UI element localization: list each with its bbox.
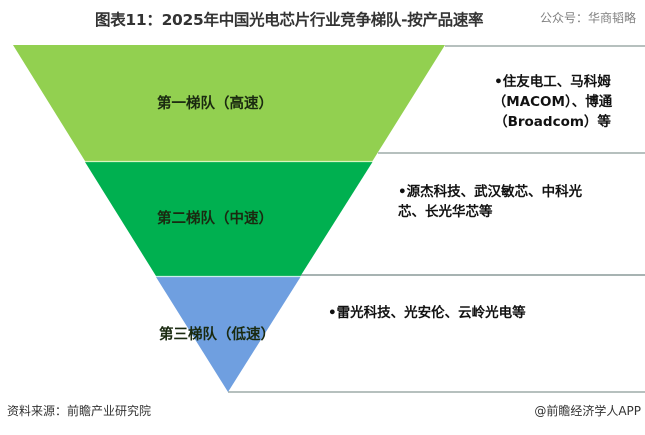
chart-title: 图表11：2025年中国光电芯片行业竞争梯队-按产品速率	[95, 11, 484, 29]
tier2-companies-line: •源杰科技、武汉敏芯、中科光	[398, 184, 583, 200]
tier2-companies-line: 芯、长光华芯等	[398, 204, 493, 220]
tier3-companies-line: •雷光科技、光安伦、云岭光电等	[328, 305, 526, 321]
tier1-companies-line: •住友电工、马科姆	[494, 74, 611, 90]
watermark-text: 公众号：华商韬略	[540, 11, 637, 25]
tier3-band	[156, 277, 301, 392]
tier2-companies: •源杰科技、武汉敏芯、中科光 芯、长光华芯等	[398, 182, 638, 222]
tier2-label: 第二梯队（中速）	[157, 210, 273, 227]
tier3-label: 第三梯队（低速）	[159, 326, 275, 343]
tier1-label: 第一梯队（高速）	[157, 95, 273, 112]
credit-note: @前瞻经济学人APP	[534, 404, 641, 418]
source-note: 资料来源：前瞻产业研究院	[7, 404, 152, 418]
tier3-companies: •雷光科技、光安伦、云岭光电等	[328, 303, 628, 323]
tier2-band	[85, 162, 373, 276]
tier1-companies: •住友电工、马科姆 （MACOM）、博通 （Broadcom）等	[470, 72, 635, 132]
tier1-band	[13, 45, 445, 161]
tier1-companies-line: （Broadcom）等	[494, 114, 611, 130]
tier1-companies-line: （MACOM）、博通	[492, 94, 613, 110]
